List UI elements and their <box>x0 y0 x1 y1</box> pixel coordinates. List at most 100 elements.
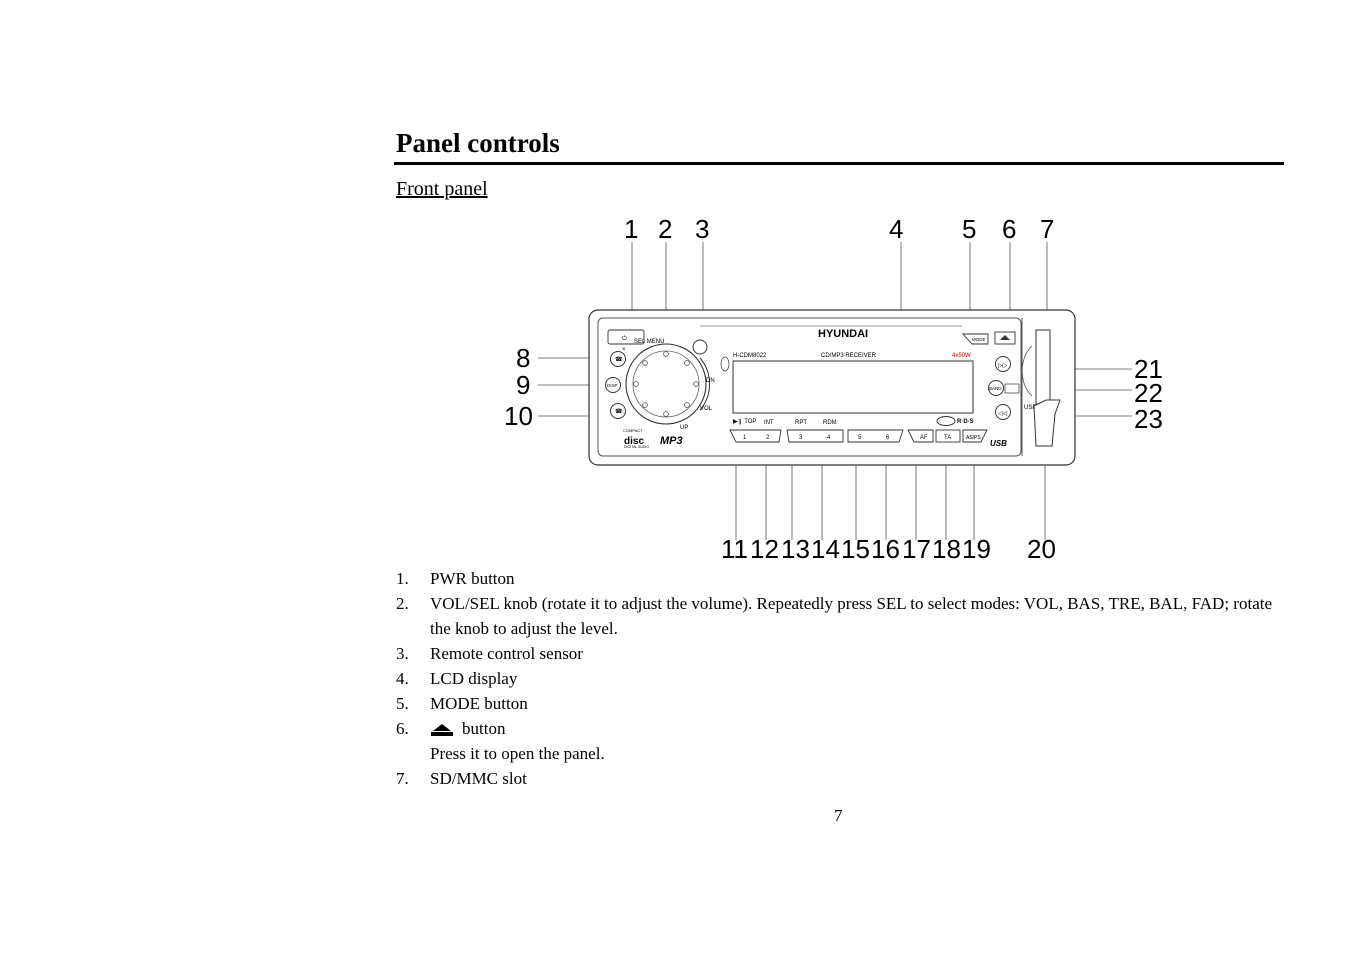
disp-button[interactable] <box>605 377 621 393</box>
end-call-button[interactable] <box>610 403 626 419</box>
power-rating-label: 4x50W <box>952 353 971 359</box>
asps-button[interactable] <box>962 429 988 443</box>
rdm-label: RDM <box>823 420 837 426</box>
item-note-text: Press it to open the panel. <box>430 744 605 763</box>
callout-18: 18 <box>932 534 961 564</box>
mute-icon: × <box>622 347 626 353</box>
band-button[interactable] <box>988 380 1004 396</box>
list-item: 2. VOL/SEL knob (rotate it to adjust the… <box>396 591 1290 641</box>
usb-logo: USB <box>990 439 1007 448</box>
car-radio-front-panel: HYUNDAI H-CDM8022 CD/MP3 RECEIVER 4x50W … <box>588 309 1076 466</box>
list-item: 5. MODE button <box>396 691 1290 716</box>
page-number: 7 <box>834 806 843 825</box>
lcd-display <box>732 360 974 414</box>
callout-10: 10 <box>504 401 533 431</box>
callout-16: 16 <box>871 534 900 564</box>
item-number: 7. <box>396 769 409 788</box>
model-label: H-CDM8022 <box>733 353 767 359</box>
callout-11: 11 <box>721 534 748 564</box>
list-item: 3. Remote control sensor <box>396 641 1290 666</box>
vol-sel-knob[interactable] <box>625 343 707 425</box>
prev-track-button[interactable] <box>995 404 1011 420</box>
item-number: 1. <box>396 569 409 588</box>
mp3-logo: MP3 <box>660 435 683 447</box>
page-title: Panel controls <box>396 128 560 158</box>
item-number: 3. <box>396 644 409 663</box>
disp-label: DISP <box>607 383 618 388</box>
rpt-label: RPT <box>795 420 807 426</box>
callout-13: 13 <box>781 534 810 564</box>
item-number: 2. <box>396 594 409 613</box>
callout-23: 23 <box>1134 404 1163 434</box>
power-icon: ⏻ <box>622 335 627 342</box>
item-text: LCD display <box>430 669 518 688</box>
dn-label: DN <box>706 378 715 384</box>
preset-1-label: 1 <box>743 435 747 441</box>
phone-answer-icon: ☎ <box>615 356 623 363</box>
sel-menu-label: SEL MENU <box>634 339 664 345</box>
eject-icon <box>1000 335 1010 340</box>
list-item: 7. SD/MMC slot <box>396 766 1290 791</box>
af-button[interactable] <box>907 429 934 443</box>
list-item: 4. LCD display <box>396 666 1290 691</box>
fast-forward-icon: ▷▷ <box>998 363 1008 369</box>
title-rule <box>394 162 1284 165</box>
ta-label: TA <box>944 435 951 441</box>
item-text: button <box>462 719 506 738</box>
callout-9: 9 <box>516 370 530 400</box>
callout-5: 5 <box>962 214 976 244</box>
mode-label: MODE <box>972 337 986 342</box>
usb-cover[interactable] <box>1033 399 1061 447</box>
rewind-icon: ◁◁ <box>998 411 1008 417</box>
callout-15: 15 <box>841 534 870 564</box>
sd-mmc-slot[interactable] <box>1035 329 1051 405</box>
callout-22: 22 <box>1134 378 1163 408</box>
callout-20: 20 <box>1027 534 1056 564</box>
mode-button[interactable] <box>961 333 989 345</box>
section-title: Front panel <box>396 178 488 200</box>
item-text: VOL/SEL knob (rotate it to adjust the vo… <box>430 594 1273 638</box>
list-item-note: Press it to open the panel. <box>396 741 1290 766</box>
ta-button[interactable] <box>935 429 961 443</box>
preset-4-label: 4 <box>827 435 831 441</box>
asps-label: AS/PS <box>966 435 981 441</box>
item-number: 4. <box>396 669 409 688</box>
answer-call-button[interactable] <box>610 351 626 367</box>
callout-3: 3 <box>695 214 709 244</box>
front-panel-diagram: HYUNDAI H-CDM8022 CD/MP3 RECEIVER 4x50W … <box>504 214 1163 564</box>
callout-4: 4 <box>889 214 903 244</box>
up-label: UP <box>680 425 688 431</box>
cd-logo-icon <box>936 416 956 426</box>
callout-21: 21 <box>1134 354 1163 384</box>
phone-end-icon: ☎ <box>615 408 623 415</box>
vol-label: VOL <box>700 406 713 412</box>
item-number: 6. <box>396 719 409 738</box>
compact-label: COMPACT <box>623 428 643 433</box>
callout-17: 17 <box>902 534 931 564</box>
band-label: BAND <box>989 386 1002 391</box>
callout-1: 1 <box>624 214 638 244</box>
controls-list: 1. PWR button 2. VOL/SEL knob (rotate it… <box>396 566 1290 791</box>
list-item: 1. PWR button <box>396 566 1290 591</box>
callout-14: 14 <box>811 534 840 564</box>
list-item: 6. button <box>396 716 1290 741</box>
preset-5-6-button-group[interactable] <box>847 429 904 443</box>
preset-5-label: 5 <box>858 435 862 441</box>
callout-8: 8 <box>516 343 530 373</box>
callout-12: 12 <box>750 534 779 564</box>
usb-label: USB <box>1024 405 1036 411</box>
pwr-button[interactable] <box>607 329 645 345</box>
compact-disc-logo: disc <box>624 436 644 447</box>
item-text: Remote control sensor <box>430 644 583 663</box>
callout-19: 19 <box>962 534 991 564</box>
callout-7: 7 <box>1040 214 1054 244</box>
preset-3-label: 3 <box>799 435 803 441</box>
play-top-label: ▶❙ TOP <box>733 418 756 425</box>
preset-3-4-button-group[interactable] <box>786 429 844 443</box>
next-track-button[interactable] <box>995 356 1011 372</box>
callout-2: 2 <box>658 214 672 244</box>
preset-1-2-button-group[interactable] <box>729 429 782 443</box>
rds-logo: R·D·S <box>957 419 974 425</box>
item-text: PWR button <box>430 569 515 588</box>
item-text: MODE button <box>430 694 528 713</box>
